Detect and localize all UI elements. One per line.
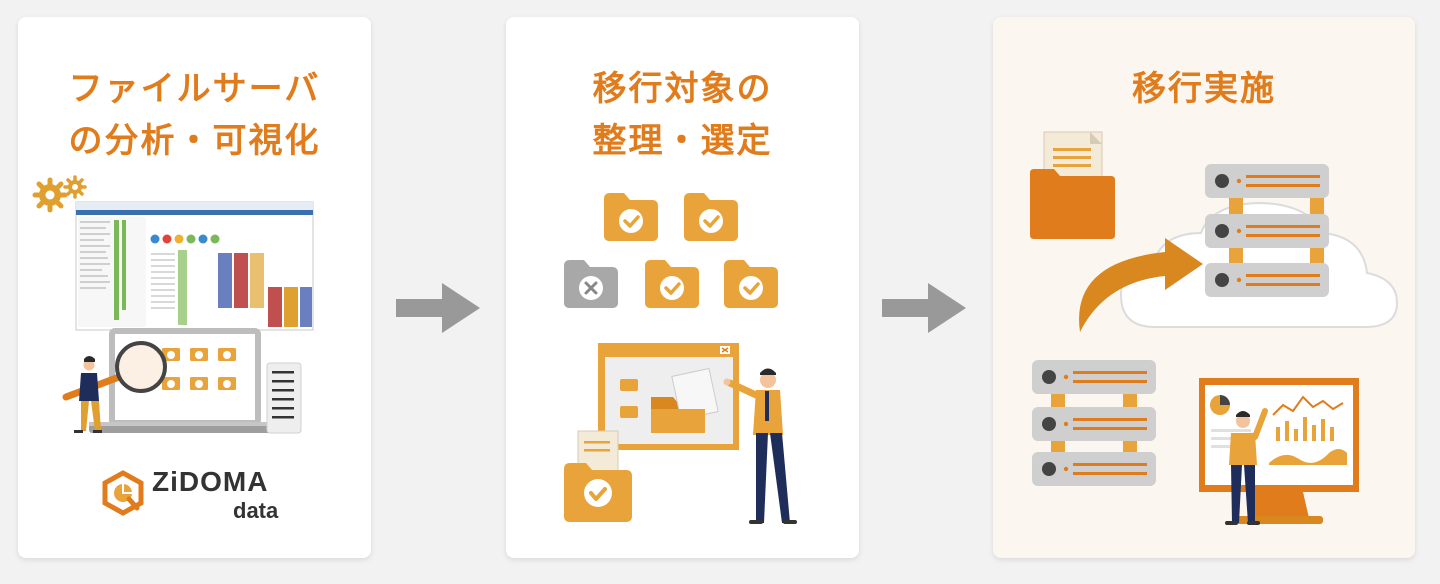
brand-logo: ZiDOMA data — [100, 466, 300, 526]
selection-illustration — [506, 17, 859, 558]
brand-sub: data — [233, 498, 278, 524]
migration-illustration — [993, 17, 1415, 558]
arrow-right-icon — [396, 283, 482, 333]
document-icon — [1030, 132, 1115, 239]
file-window — [598, 343, 739, 450]
folder-check-icon — [604, 193, 658, 241]
step-card-selection: 移行対象の 整理・選定 — [506, 17, 859, 558]
folder-x-icon — [564, 260, 618, 308]
document-icon — [267, 363, 301, 433]
folder-check-icon — [684, 193, 738, 241]
software-window — [76, 202, 313, 330]
server-icon — [1032, 360, 1156, 486]
zidoma-logo-icon — [100, 470, 146, 516]
folder-check-icon — [724, 260, 778, 308]
folder-check-icon — [645, 260, 699, 308]
step-card-migration: 移行実施 — [993, 17, 1415, 558]
brand-name: ZiDOMA — [152, 466, 268, 498]
server-icon — [1205, 164, 1329, 297]
monitor-icon — [1199, 378, 1359, 524]
arrow-right-icon — [882, 283, 968, 333]
step-card-analysis: ファイルサーバ の分析・可視化 — [18, 17, 371, 558]
